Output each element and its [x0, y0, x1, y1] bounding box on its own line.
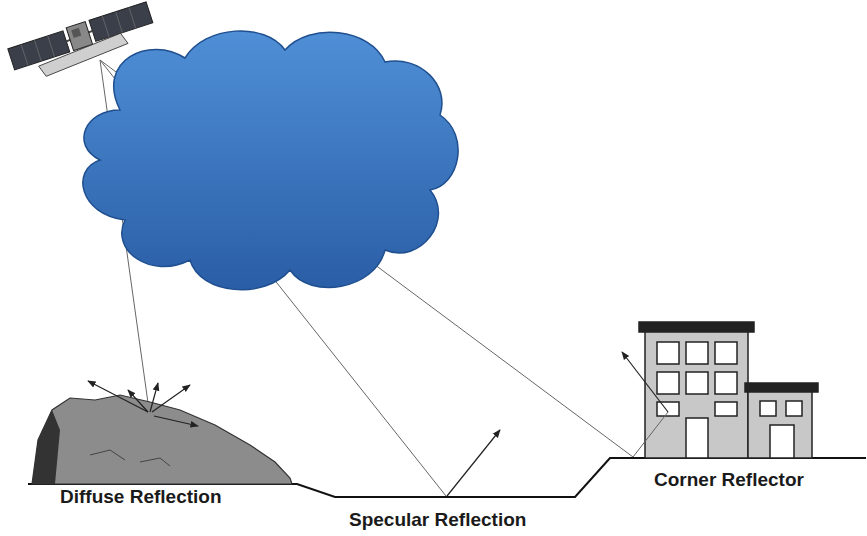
region-label: Diffuse Reflection [60, 487, 222, 508]
diffuse-arrows [88, 381, 198, 426]
corner-arrow [622, 352, 668, 412]
specular-arrow [447, 430, 500, 496]
region-label: Corner Reflector [654, 470, 804, 491]
cloud [83, 31, 458, 290]
rock [32, 395, 292, 484]
building [639, 322, 818, 458]
region-label: Specular Reflection [349, 510, 526, 531]
